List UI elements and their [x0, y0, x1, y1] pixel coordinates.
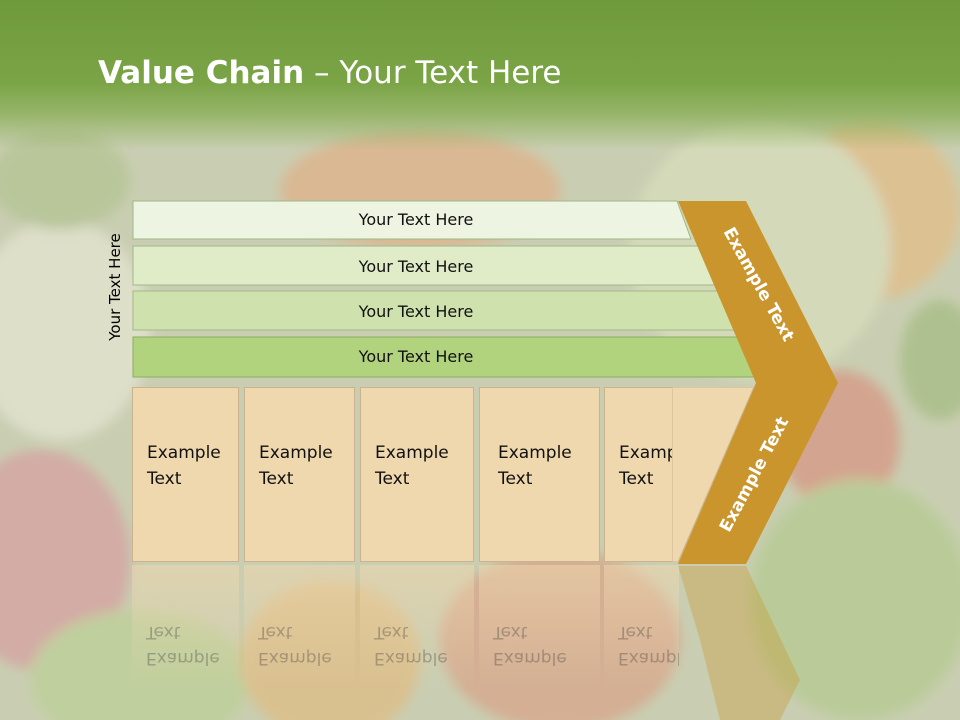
- primary-box-3-line1: Example: [375, 443, 449, 463]
- support-row-3-label: Your Text Here: [358, 302, 474, 321]
- slide-title: Value Chain – Your Text Here: [98, 55, 561, 91]
- primary-box-4-line2: Text: [498, 469, 533, 489]
- arrow-reflection: [678, 566, 800, 720]
- title-bar: [0, 0, 960, 150]
- margin-chevron-arrow: [678, 201, 838, 564]
- primary-box-5-line1: Example: [619, 443, 693, 463]
- primary-box-3-line2: Text: [375, 469, 410, 489]
- primary-box-5: Example Text: [604, 387, 693, 562]
- primary-box-1-line1: Example: [147, 443, 221, 463]
- primary-box-5-line2: Text: [619, 469, 654, 489]
- primary-box-2-line1: Example: [259, 443, 333, 463]
- title-bold: Value Chain: [98, 55, 305, 91]
- primary-box-2-line2: Text: [259, 469, 294, 489]
- support-row-1: [132, 200, 692, 240]
- support-row-4-label: Your Text Here: [358, 347, 474, 366]
- primary-box-4: Example Text: [479, 387, 600, 562]
- primary-box-4-line1: Example: [498, 443, 572, 463]
- support-row-1-label: Your Text Here: [358, 210, 474, 229]
- support-row-2-label: Your Text Here: [358, 257, 474, 276]
- primary-box-1-line2: Text: [147, 469, 182, 489]
- primary-box-1: Example Text: [132, 387, 239, 562]
- primary-box-5-tail: [672, 387, 755, 562]
- primary-box-3: Example Text: [360, 387, 474, 562]
- primary-box-2: Example Text: [244, 387, 355, 562]
- title-rest: – Your Text Here: [304, 55, 562, 91]
